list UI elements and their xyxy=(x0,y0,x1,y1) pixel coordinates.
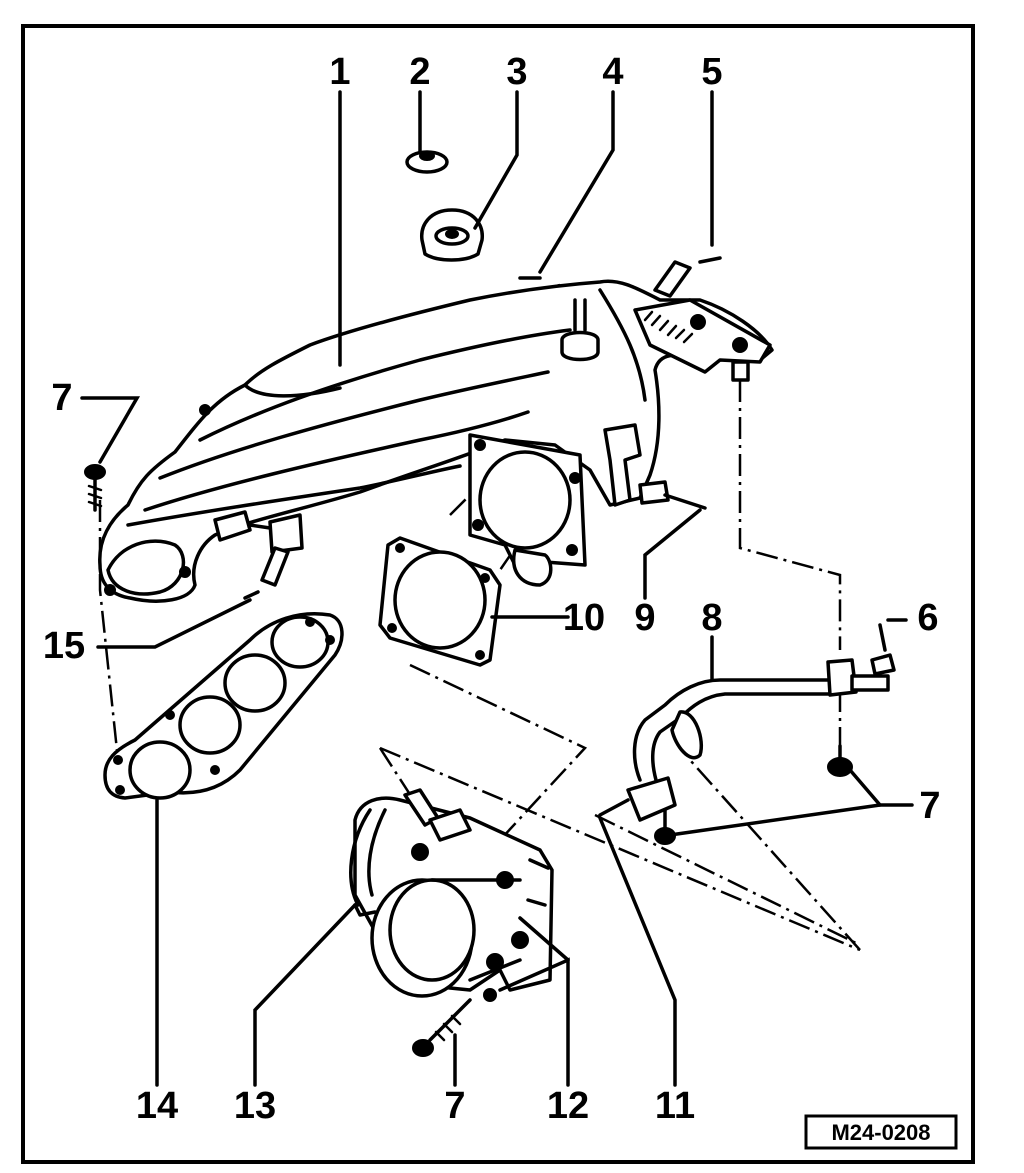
callout-2: 2 xyxy=(409,51,430,93)
throttle-body xyxy=(349,788,554,1002)
coolant-pipe xyxy=(598,653,896,822)
diagram-border xyxy=(21,24,975,1164)
callout-12: 12 xyxy=(547,1085,589,1127)
callout-7-manifold-bolt: 7 xyxy=(51,377,72,419)
callout-15: 15 xyxy=(43,625,85,667)
bolt-right-upper xyxy=(827,744,853,777)
cap-nut xyxy=(405,150,449,174)
callout-8: 8 xyxy=(701,597,722,639)
rubber-grommet xyxy=(420,208,484,262)
bolt-right-lower xyxy=(654,808,676,845)
callout-11: 11 xyxy=(655,1085,695,1127)
figure-code-box: M24-0208 xyxy=(804,1114,958,1150)
intake-manifold xyxy=(98,260,774,603)
figure-code-frame xyxy=(804,1114,958,1150)
callout-3: 3 xyxy=(506,51,527,93)
callout-7-pipe-bolt: 7 xyxy=(919,785,940,827)
throttle-gasket xyxy=(378,536,502,667)
callout-labels: 1 2 3 4 5 6 7 7 7 8 9 10 11 12 13 14 15 xyxy=(43,51,941,1127)
callout-6: 6 xyxy=(917,597,938,639)
small-fittings xyxy=(243,256,887,652)
callout-7-throttle-bolt: 7 xyxy=(444,1085,465,1127)
bolt-upper-left xyxy=(84,464,106,512)
leader-lines xyxy=(80,90,914,1087)
callout-13: 13 xyxy=(234,1085,276,1127)
callout-1: 1 xyxy=(329,51,350,93)
manifold-gasket xyxy=(103,612,344,800)
callout-14: 14 xyxy=(136,1085,178,1127)
figure-code: M24-0208 xyxy=(831,1120,930,1145)
callout-5: 5 xyxy=(701,51,722,93)
callout-4: 4 xyxy=(602,51,623,93)
bolt-throttle xyxy=(412,998,472,1057)
callout-9: 9 xyxy=(634,597,655,639)
callout-10: 10 xyxy=(563,597,605,639)
